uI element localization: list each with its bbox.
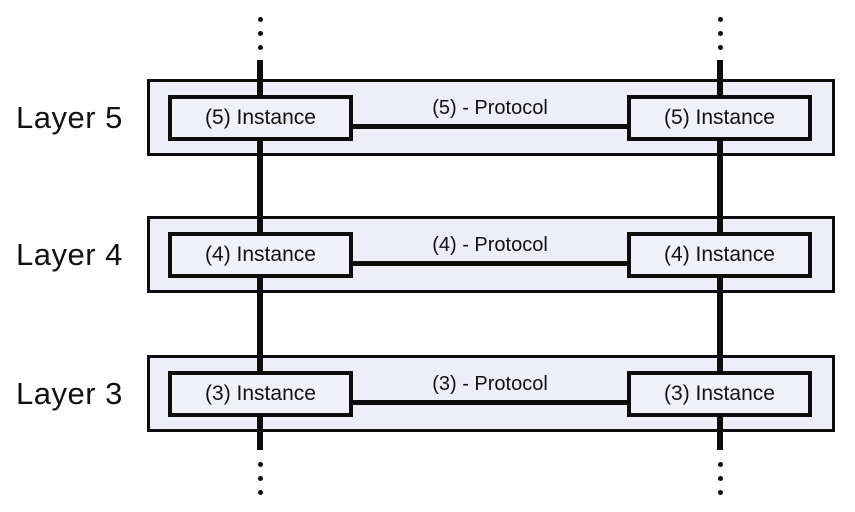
dot [257,490,263,495]
instance-box-left: (3) Instance [168,371,353,417]
dot [257,17,263,22]
instance-box-left: (4) Instance [168,232,353,278]
layer-label: Layer 5 [16,99,123,135]
dot [257,45,263,50]
dot [717,476,723,481]
instance-label: (5) Instance [205,106,316,129]
dot [717,45,723,50]
protocol-line [348,261,631,266]
continuation-dots-bottom-right [717,462,723,495]
instance-label: (5) Instance [664,106,775,129]
instance-label: (4) Instance [664,243,775,266]
instance-label: (3) Instance [205,382,316,405]
dot [717,17,723,22]
dot [257,462,263,467]
layer-label: Layer 3 [16,375,123,411]
instance-box-right: (5) Instance [627,95,812,141]
continuation-dots-top-left [257,17,263,50]
protocol-label: (5) - Protocol [432,97,548,119]
layer-label: Layer 4 [16,236,123,272]
instance-box-right: (3) Instance [627,371,812,417]
protocol-label: (4) - Protocol [432,234,548,256]
dot [257,476,263,481]
continuation-dots-bottom-left [257,462,263,495]
protocol-line [348,124,631,129]
instance-label: (4) Instance [205,243,316,266]
dot [257,31,263,36]
dot [717,490,723,495]
dot [717,31,723,36]
protocol-label: (3) - Protocol [432,373,548,395]
instance-box-left: (5) Instance [168,95,353,141]
protocol-line [348,400,631,405]
instance-label: (3) Instance [664,382,775,405]
continuation-dots-top-right [717,17,723,50]
dot [717,462,723,467]
instance-box-right: (4) Instance [627,232,812,278]
